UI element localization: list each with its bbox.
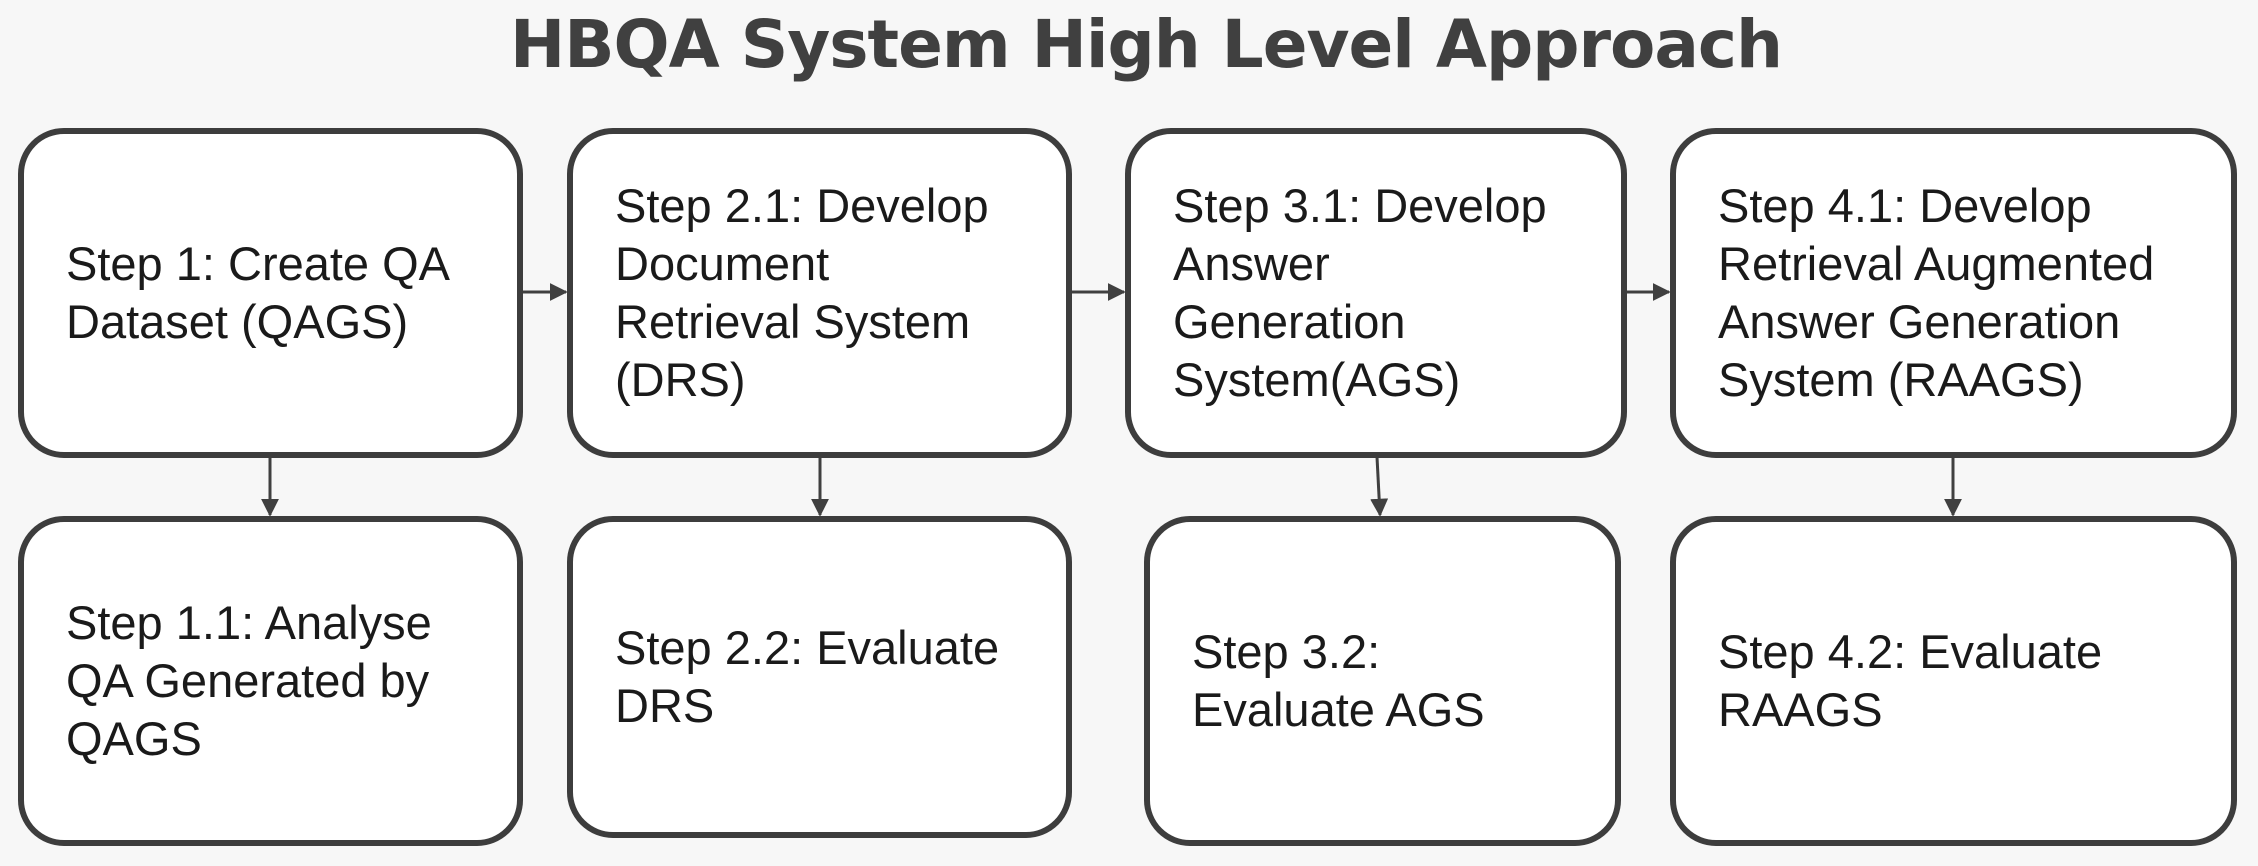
step2-2-label: Step 2.2: Evaluate DRS bbox=[615, 621, 1000, 732]
step3-2-box: Step 3.2: Evaluate AGS bbox=[1144, 516, 1621, 846]
step4-1-box: Step 4.1: Develop Retrieval Augmented An… bbox=[1670, 128, 2237, 458]
diagram-title: HBQA System High Level Approach bbox=[510, 6, 1783, 83]
step2-1-label: Step 2.1: Develop Document Retrieval Sys… bbox=[615, 179, 989, 406]
step1-label: Step 1: Create QA Dataset (QAGS) bbox=[66, 237, 451, 348]
step1-1-label: Step 1.1: Analyse QA Generated by QAGS bbox=[66, 596, 432, 765]
step1-box: Step 1: Create QA Dataset (QAGS) bbox=[18, 128, 523, 458]
step3-1-box: Step 3.1: Develop Answer Generation Syst… bbox=[1125, 128, 1627, 458]
step2-1-box: Step 2.1: Develop Document Retrieval Sys… bbox=[567, 128, 1072, 458]
step2-2-box: Step 2.2: Evaluate DRS bbox=[567, 516, 1072, 838]
step4-1-label: Step 4.1: Develop Retrieval Augmented An… bbox=[1718, 179, 2155, 406]
step3-1-label: Step 3.1: Develop Answer Generation Syst… bbox=[1173, 179, 1547, 406]
step4-2-label: Step 4.2: Evaluate RAAGS bbox=[1718, 625, 2103, 736]
step1-1-box: Step 1.1: Analyse QA Generated by QAGS bbox=[18, 516, 523, 846]
step4-2-box: Step 4.2: Evaluate RAAGS bbox=[1670, 516, 2237, 846]
step3-2-label: Step 3.2: Evaluate AGS bbox=[1192, 625, 1485, 736]
arrow-step3-1-to-step3-2 bbox=[1370, 456, 1389, 517]
